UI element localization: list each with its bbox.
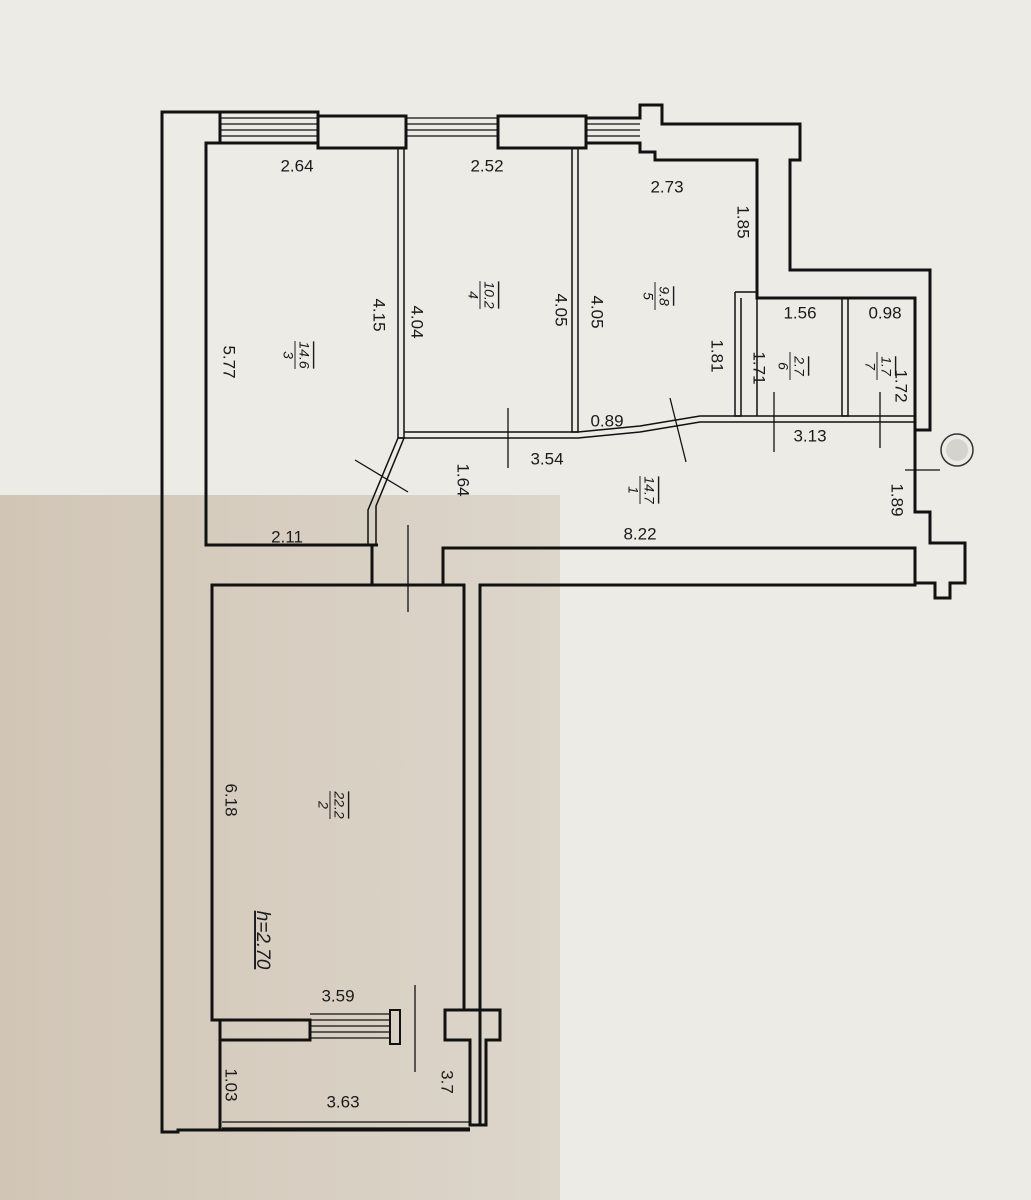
- window-glazing-2: [406, 117, 498, 137]
- dimension-bath-height: 1.81: [708, 339, 727, 372]
- room-2-area: 22.2: [331, 790, 347, 818]
- dimension-balcony-depth: 1.03: [222, 1068, 241, 1101]
- room-5-number: 5: [640, 292, 656, 300]
- balcony-rail: [222, 1121, 470, 1129]
- outer-wall-right: [443, 430, 967, 1127]
- angled-partition: [367, 437, 405, 545]
- dimension-room4-top: 2.52: [470, 156, 503, 175]
- dimension-hall-corridor: 0.89: [590, 411, 623, 430]
- dimension-room4-right: 4.05: [552, 293, 571, 326]
- room-3-number: 3: [280, 351, 296, 359]
- dimension-room2-left: 6.18: [222, 783, 241, 816]
- dimension-hall-right: 3.13: [793, 426, 826, 445]
- room-4-number: 4: [465, 291, 481, 299]
- room-7-area: 1.7: [878, 356, 894, 377]
- room-1-number: 1: [625, 486, 641, 494]
- room-6-number: 6: [775, 362, 791, 370]
- dimension-hall-depth: 1.64: [454, 463, 473, 496]
- bath-wall-middle: [841, 298, 849, 417]
- dimension-room5-side: 1.85: [734, 205, 753, 238]
- hall-lower-wall: [441, 546, 917, 585]
- dimension-room3-left: 5.77: [220, 345, 239, 378]
- room-5-area: 9.8: [656, 286, 672, 306]
- room-7-number: 7: [862, 362, 878, 371]
- dimension-room5-left: 4.05: [588, 295, 607, 328]
- dimension-room2-bottom: 3.59: [321, 986, 354, 1005]
- balcony-glazing: [310, 1013, 390, 1039]
- ceiling-height-label: h=2.70: [252, 911, 273, 970]
- dimension-room3-bottom: 2.11: [271, 527, 303, 546]
- room2-wall: [212, 583, 466, 1012]
- window-glazing-3: [586, 123, 640, 137]
- dimension-bath1-depth: 1.71: [750, 351, 769, 384]
- dimension-bath2-depth: 1.72: [892, 369, 911, 402]
- dimension-room5-top: 2.73: [650, 177, 683, 196]
- door-mark-3: [354, 459, 409, 493]
- room-3-area: 14.6: [296, 341, 312, 368]
- dimension-bath1-width: 1.56: [783, 303, 816, 322]
- window-frame-1: [316, 114, 408, 150]
- dimension-hall-width: 3.54: [530, 449, 563, 468]
- window-frame-2: [496, 114, 588, 150]
- room-6-area: 2.7: [791, 355, 807, 377]
- entry-marker-fill: [946, 439, 968, 461]
- window-glazing-1: [220, 117, 318, 137]
- door-mark-5: [669, 397, 687, 463]
- room-2-number: 2: [315, 800, 331, 809]
- dimension-room3-top: 2.64: [280, 156, 313, 175]
- dimension-hall-length: 8.22: [623, 524, 656, 543]
- bath-wall-left: [734, 292, 758, 417]
- dimension-room3-right: 4.15: [370, 298, 389, 331]
- room-1-area: 14.7: [641, 476, 657, 504]
- dimension-bath2-width: 0.98: [868, 303, 901, 322]
- balcony-door-frame: [389, 1009, 401, 1045]
- paper-shadow: [0, 495, 560, 1200]
- dimension-room4-left: 4.04: [408, 305, 427, 338]
- top-right-wall: [586, 103, 932, 432]
- dimension-hall-entry: 1.89: [888, 483, 907, 516]
- hall-upper-partition: [398, 415, 915, 439]
- entry-marker-icon: [940, 433, 974, 467]
- balcony-wall: [218, 1018, 470, 1132]
- room-4-area: 10.2: [481, 281, 497, 308]
- dimension-balcony-side: 3.7: [438, 1070, 457, 1094]
- dimension-balcony-width: 3.63: [326, 1092, 359, 1111]
